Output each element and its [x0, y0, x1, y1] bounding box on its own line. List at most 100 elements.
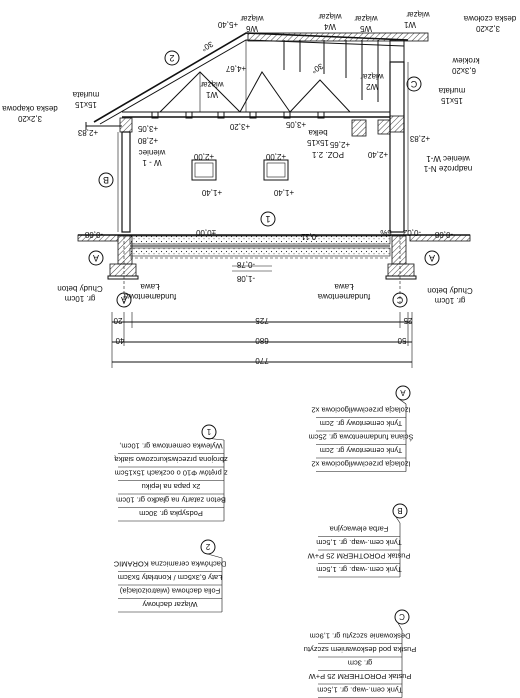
legend-marker-label: C	[399, 612, 405, 621]
label-nadproze: nadproże N-1	[423, 164, 472, 173]
label-wiazar-w2: wiązar	[360, 72, 384, 81]
dim-680: 680	[255, 336, 269, 345]
legend-item: Tynk cementowy gr. 2cm	[320, 419, 403, 428]
legend-item: Wylewka cementowa gr. 10cm,	[119, 442, 222, 451]
label-w4: W4	[323, 22, 336, 31]
marker-a-left: A	[93, 253, 99, 263]
label-m011: -0,11	[301, 232, 319, 241]
label-murlata-right: murłata	[438, 86, 465, 95]
marker-b-left: B	[103, 175, 109, 185]
label-w1b: W1	[205, 90, 218, 99]
legend-item: Tynk cem.-wap. gr. 1,5cm	[317, 686, 402, 695]
legend-item: Tynk cem.-wap. gr. 1,5cm	[316, 538, 401, 547]
label-chudy-left-1: Chudy beton	[57, 284, 102, 293]
label-d5: 5%	[380, 228, 392, 237]
section-markers: 2 B C 1 A A A C	[88, 50, 440, 308]
legend-item: zbrojona przeciwskurczowo siatką	[113, 455, 227, 464]
label-w6: W6	[245, 24, 258, 33]
floor-and-foundations	[77, 234, 471, 305]
label-krokiew: krokiew	[452, 56, 479, 65]
label-chudy-right-2: gr. 10cm	[434, 296, 465, 305]
legend-item: gr. 3cm	[348, 659, 373, 668]
legend-marker-circle	[392, 503, 408, 519]
label-slope: 30°	[200, 39, 215, 53]
legend-item: Pustak POROTHERM 25 P+W	[308, 672, 412, 681]
legend-leader-line	[398, 398, 407, 405]
legend-marker-label: B	[397, 506, 402, 515]
label-deska-okapowa: deska okapowa	[2, 104, 58, 113]
dim-20: 20	[113, 316, 122, 325]
marker-one: 1	[265, 214, 270, 224]
label-deska-czolowa-dim: 3,2x20	[475, 24, 500, 33]
label-chudy-left-2: gr. 10cm	[64, 294, 95, 303]
legend-item: Podsypka gr. 30cm	[139, 509, 203, 518]
walls	[117, 39, 409, 233]
label-lawa-left-2: fundamentowa	[123, 292, 176, 301]
legend-item: Tynk cem.-wap. gr. 1,5cm	[316, 565, 401, 574]
legend-leader-line	[204, 437, 225, 441]
label-l240: +2,40	[367, 150, 388, 159]
label-wiazar-w1b: wiązar	[200, 80, 224, 89]
label-wieniec-left: wieniec	[139, 148, 167, 157]
label-zero: ±0,00	[195, 228, 216, 237]
dim-50: 50	[397, 336, 406, 345]
label-l305-right: +3,05	[285, 120, 306, 129]
label-m002: -0,02	[402, 228, 421, 237]
legend-item: Beton zatarty na gładko gr. 10cm	[116, 496, 226, 505]
drawing-labels: wiązar W6 wiązar W4 wiązar W5 wiązar W1 …	[2, 10, 517, 365]
label-top-inner: +4,67	[225, 64, 246, 73]
label-murlata-left: murłata	[72, 90, 99, 99]
marker-c-bottom: C	[396, 295, 403, 305]
legend-marker-label: 2	[205, 542, 210, 551]
label-win2-top: +2,00	[265, 152, 286, 161]
legend-marker-label: A	[400, 388, 406, 397]
label-deska-czolowa: deska czołowa	[463, 14, 516, 23]
label-belka: belka	[308, 128, 328, 137]
legend-item: Tynk cementowy gr. 2cm	[320, 446, 403, 455]
label-deska-okapowa-dim: 3,2x20	[17, 114, 42, 123]
marker-a-right: A	[429, 253, 435, 263]
legend-A: A Izolacja przeciwwilgociowa x2 Tynk cemen…	[308, 385, 414, 472]
legend-item: 2x papa na lepiku	[142, 482, 201, 491]
legend-item: Izolacja przeciwwilgociowa x2	[311, 406, 410, 415]
label-slope-right: 30°	[310, 61, 325, 75]
legend-item: Pustka pod deskowaniem szczytu	[304, 645, 417, 654]
label-w2: W2	[365, 82, 378, 91]
label-m008-right: -0,08	[434, 230, 453, 239]
marker-two: 2	[169, 53, 174, 63]
legend-marker-circle	[395, 385, 411, 401]
dim-25: 25	[403, 316, 412, 325]
label-l320: +3,20	[229, 122, 250, 131]
legend-leader-line	[397, 622, 403, 631]
label-m108: -1,08	[236, 274, 255, 283]
label-belka-dim: 15x15	[307, 138, 329, 147]
legend-item: Deskowanie szczytu gr. 1,9cm	[310, 632, 411, 641]
label-poz: POZ. 2.1	[311, 150, 344, 159]
label-lawa-right-1: Ława	[334, 282, 354, 291]
marker-a-bottom: A	[121, 295, 127, 305]
label-l305-left: +3,05	[137, 124, 158, 133]
dim-40: 40	[115, 336, 124, 345]
legend-item: Dachówka ceramiczna KORAMIC	[113, 560, 226, 569]
legend-item: Pustak POROTHERM 25 P+W	[307, 552, 411, 561]
label-ridge: +5,40	[217, 20, 238, 29]
label-win2-bottom: +1,40	[273, 188, 294, 197]
label-l265: +2,65	[329, 140, 350, 149]
legend-leader-line	[395, 516, 401, 524]
legend-item: Łaty 6,3x5cm / Kontrłaty 5x3cm	[118, 573, 223, 582]
dimension-lines	[111, 312, 413, 368]
label-l283-left: +2,83	[77, 128, 98, 137]
label-wiazar-2: wiązar	[318, 12, 342, 21]
legend-marker-circle	[394, 609, 410, 625]
legend-item: Farba elewacyjna	[329, 525, 389, 534]
label-krokiew-dim: 6,3x20	[451, 66, 476, 75]
label-l283-right: +2,83	[409, 134, 430, 143]
layer-legends: A Izolacja przeciwwilgociowa x2 Tynk cemen…	[113, 385, 417, 698]
roof-truss	[85, 32, 429, 137]
label-lawa-right-2: fundamentowa	[317, 292, 370, 301]
label-w1a: W1	[403, 20, 416, 29]
dim-770: 770	[255, 356, 269, 365]
